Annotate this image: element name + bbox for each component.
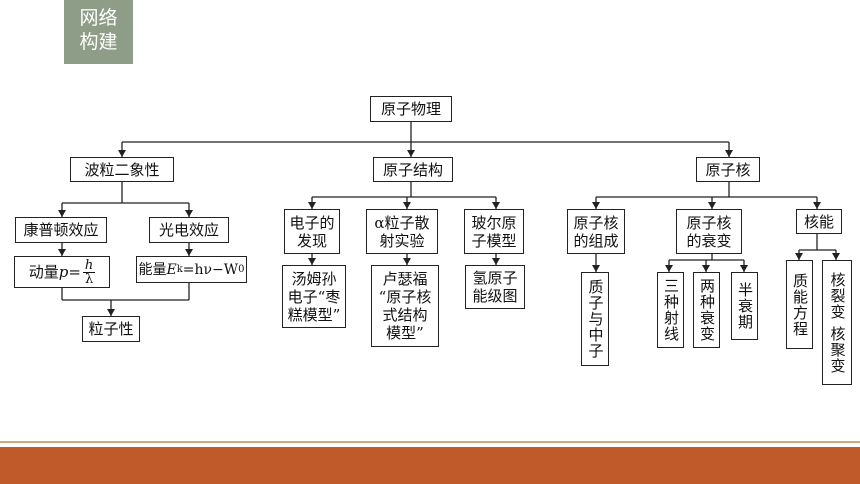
node-nucleus-decay: 原子核 的衰变 xyxy=(676,209,742,254)
section-tag-line1: 网络 xyxy=(79,7,118,29)
node-rutherford-model: 卢瑟福 “原子核 式结构 模型” xyxy=(371,265,439,347)
momentum-label: 动量 xyxy=(28,263,59,281)
node-three-rays: 三种射线 xyxy=(657,272,684,348)
node-two-decays: 两种衰变 xyxy=(693,272,720,348)
node-half-life: 半衰期 xyxy=(731,272,758,340)
footer-bar xyxy=(0,447,860,484)
node-proton-neutron: 质子与中子 xyxy=(581,272,609,366)
node-nucleus: 原子核 xyxy=(696,157,760,182)
node-hydrogen-levels: 氢原子 能级图 xyxy=(465,265,525,309)
section-tag-line2: 构建 xyxy=(79,31,118,53)
momentum-numerator: h xyxy=(82,257,96,273)
node-atomic-structure: 原子结构 xyxy=(373,157,453,182)
node-bohr-model: 玻尔原 子模型 xyxy=(464,209,524,254)
node-thomson-model: 汤姆孙 电子“枣 糕模型” xyxy=(282,265,346,328)
node-electron-discovery: 电子的 发现 xyxy=(284,209,340,254)
node-nuclear-energy: 核能 xyxy=(796,209,842,234)
node-fission-fusion: 核裂变 核聚变 xyxy=(822,260,852,385)
node-particle: 粒子性 xyxy=(82,316,140,342)
node-mass-energy: 质能方程 xyxy=(786,260,813,349)
node-alpha-scattering: α粒子散 射实验 xyxy=(366,209,438,254)
node-root: 原子物理 xyxy=(370,96,452,122)
node-photoelectric: 光电效应 xyxy=(149,217,229,243)
momentum-denominator: λ xyxy=(84,271,94,287)
node-nucleus-composition: 原子核 的组成 xyxy=(567,209,625,254)
node-wave-particle: 波粒二象性 xyxy=(70,157,174,182)
energy-formula: =hν−W xyxy=(182,261,239,278)
momentum-symbol: p xyxy=(58,263,69,281)
section-tag: 网络 构建 xyxy=(64,0,133,64)
node-compton: 康普顿效应 xyxy=(15,217,107,243)
energy-label: 能量 xyxy=(138,261,167,278)
footer-divider xyxy=(0,441,860,443)
